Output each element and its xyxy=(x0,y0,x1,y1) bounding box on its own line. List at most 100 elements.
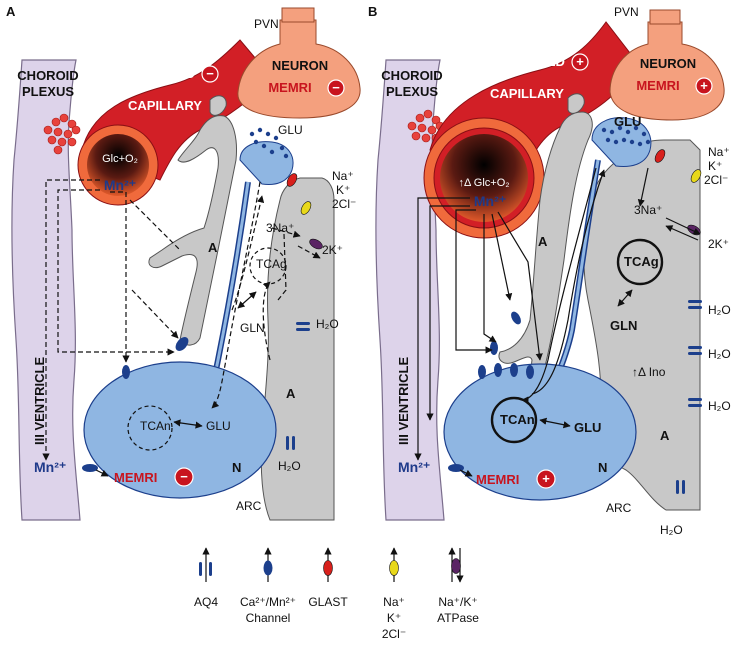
k2-label-a: 2K⁺ xyxy=(322,243,343,257)
tcag-label-b: TCAg xyxy=(624,254,659,269)
k-label-b: K⁺ xyxy=(708,159,722,173)
glc-o2-label-b: ↑Δ Glc+O₂ xyxy=(458,177,509,189)
arc-label-b: ARC xyxy=(606,501,632,515)
panel-a: A III VENTRICLE CHOROID PLEXUS Glc+O₂ Mn… xyxy=(6,4,361,521)
na3-label-a: 3Na⁺ xyxy=(266,221,294,235)
k2-label-b: 2K⁺ xyxy=(708,237,729,251)
arc-neuron-b xyxy=(443,363,637,501)
bold-label-a: BOLD xyxy=(158,66,195,81)
tcan-label-b: TCAn xyxy=(500,412,535,427)
ventricle-label-b: III VENTRICLE xyxy=(396,357,411,445)
memri-bottom-label-b: MEMRI xyxy=(476,472,519,487)
memri-bottom-badge-a xyxy=(174,467,194,487)
astrocyte-label-a2: A xyxy=(286,386,296,401)
glu-top-label-b: GLU xyxy=(614,114,641,129)
glast-b xyxy=(654,149,666,163)
tcan-label-a: TCAn xyxy=(140,419,171,433)
tcag-gln-arrow-a xyxy=(237,291,257,309)
memri-top-badge-a xyxy=(327,79,345,97)
aq4-mid-a xyxy=(296,322,310,331)
legend-aq4: AQ4 xyxy=(194,547,218,609)
ventricle-label-a: III VENTRICLE xyxy=(32,357,47,445)
memri-top-sign-a: − xyxy=(332,80,340,95)
ca-channel-a2 xyxy=(122,365,130,379)
bold-label-b: BOLD xyxy=(528,54,565,69)
glu-top-label-a: GLU xyxy=(278,123,303,137)
legend-nkcc-label-1: Na⁺ xyxy=(383,595,405,609)
axon-terminal-a xyxy=(239,141,294,185)
tcan-cycle-b xyxy=(490,396,538,444)
glu-neuron-label-b: GLU xyxy=(574,420,601,435)
flux-arrows-b xyxy=(414,167,701,477)
pvn-neuron-b xyxy=(609,21,725,121)
tcan-glu-arrow-a xyxy=(173,419,203,429)
neuron-n-label-b: N xyxy=(598,460,607,475)
legend-nkcc-label-2: K⁺ xyxy=(387,611,401,625)
glast-a xyxy=(286,173,298,187)
ca-channel-a3 xyxy=(82,464,98,472)
memri-top-sign-b: + xyxy=(700,78,708,93)
memri-bottom-badge-b xyxy=(536,469,556,489)
tcag-label-a: TCAg xyxy=(256,257,287,271)
na3-label-b: 3Na⁺ xyxy=(634,203,662,217)
ino-label-b: ↑Δ Ino xyxy=(632,365,666,379)
neuron-n-label-a: N xyxy=(232,460,241,475)
bold-sign-a: − xyxy=(206,66,214,81)
bold-sign-badge-b xyxy=(571,53,589,71)
memri-bottom-sign-a: − xyxy=(180,469,188,484)
h2o-2-label-b: H₂O xyxy=(708,347,731,361)
choroid-label-a1: CHOROID xyxy=(17,68,78,83)
legend-atpase: Na⁺/K⁺ ATPase xyxy=(437,547,479,625)
legend-glast-label: GLAST xyxy=(308,595,348,609)
memri-top-label-b: MEMRI xyxy=(636,78,679,93)
pvn-axon-b xyxy=(649,9,681,25)
bold-sign-badge-a xyxy=(201,65,219,83)
capillary-label-b: CAPILLARY xyxy=(490,86,564,101)
glu-neuron-label-a: GLU xyxy=(206,419,231,433)
h2o-bottom-label-b: H₂O xyxy=(660,523,683,537)
tcan-cycle-a xyxy=(127,405,173,451)
choroid-label-b1: CHOROID xyxy=(381,68,442,83)
na-label-b: Na⁺ xyxy=(708,145,730,159)
legend-glast: GLAST xyxy=(308,547,348,609)
memri-top-label-a: MEMRI xyxy=(268,80,311,95)
h2o-1-label-b: H₂O xyxy=(708,303,731,317)
legend-channel-label-2: Channel xyxy=(246,611,291,625)
neuron-label-a: NEURON xyxy=(272,58,328,73)
cl2-label-b: 2Cl⁻ xyxy=(704,173,728,187)
mn-entry-arrow-a xyxy=(95,469,109,477)
na-label-a: Na⁺ xyxy=(332,169,354,183)
astrocyte-label-b2: A xyxy=(660,428,670,443)
legend: AQ4 Ca²⁺/Mn²⁺ Channel GLAST Na⁺ K⁺ 2Cl⁻ … xyxy=(194,547,479,641)
mn-bottom-label-a: Mn²⁺ xyxy=(34,459,66,475)
capillary-lumen-a xyxy=(87,134,149,196)
astrocyte-label-b1: A xyxy=(538,234,548,249)
pvn-label-a: PVN xyxy=(254,17,279,31)
mn-capillary-label-b: Mn²⁺ xyxy=(474,193,506,209)
tcag-cycle-b xyxy=(616,238,664,286)
legend-atpase-label-1: Na⁺/K⁺ xyxy=(438,595,477,609)
glc-o2-label-a: Glc+O₂ xyxy=(102,153,138,165)
k-label-a: K⁺ xyxy=(336,183,350,197)
h2o-3-label-b: H₂O xyxy=(708,399,731,413)
legend-atpase-label-2: ATPase xyxy=(437,611,479,625)
memri-top-badge-b xyxy=(695,77,713,95)
legend-channel-label-1: Ca²⁺/Mn²⁺ xyxy=(240,595,296,609)
nkcc-b xyxy=(690,169,702,183)
choroid-label-a2: PLEXUS xyxy=(22,84,74,99)
choroid-label-b2: PLEXUS xyxy=(386,84,438,99)
gln-label-a: GLN xyxy=(240,321,265,335)
astrocyte-process-b xyxy=(498,93,593,374)
arc-label-a: ARC xyxy=(236,499,262,513)
mn-bottom-label-b: Mn²⁺ xyxy=(398,459,430,475)
glutamate-vesicles-b xyxy=(601,125,651,147)
memri-bottom-label-a: MEMRI xyxy=(114,470,157,485)
legend-nkcc: Na⁺ K⁺ 2Cl⁻ xyxy=(382,547,406,641)
choroid-plexus-cells-a xyxy=(43,113,81,155)
atpase-a xyxy=(309,238,323,250)
aq4-set-b xyxy=(676,300,702,494)
arc-neuron-a xyxy=(83,361,277,499)
pvn-axon-a xyxy=(281,7,315,23)
pvn-label-b: PVN xyxy=(614,5,639,19)
